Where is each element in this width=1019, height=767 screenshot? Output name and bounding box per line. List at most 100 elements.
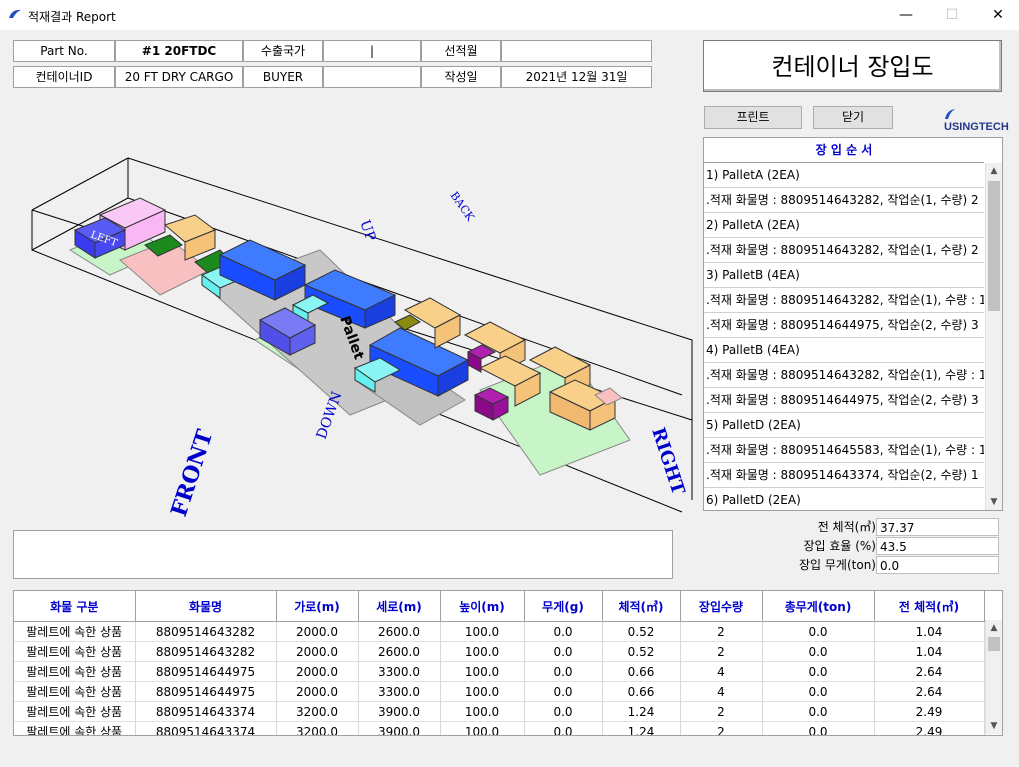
box-orange <box>403 297 462 349</box>
box-purple-blue <box>258 307 317 356</box>
cell: 100.0 <box>440 701 525 722</box>
col-header-weight[interactable]: 무게(g) <box>524 591 603 622</box>
buyer-field[interactable] <box>323 66 421 88</box>
list-item[interactable]: .적재 화물명 : 8809514643282, 작업순(1, 수량) 2 <box>704 238 984 263</box>
scroll-up-icon[interactable]: ▲ <box>990 166 998 176</box>
cell: 0.52 <box>602 621 681 642</box>
cell: 8809514644975 <box>135 681 277 702</box>
export-country-field[interactable]: | <box>323 40 421 62</box>
cell: 팔레트에 속한 상품 <box>14 661 136 682</box>
export-country-label: 수출국가 <box>243 40 323 62</box>
cell: 3300.0 <box>358 661 441 682</box>
cell: 2000.0 <box>276 641 359 662</box>
scroll-up-icon[interactable]: ▲ <box>990 623 998 633</box>
col-header-volume[interactable]: 체적(㎥) <box>602 591 681 622</box>
col-header-height[interactable]: 높이(m) <box>440 591 525 622</box>
cell: 2.49 <box>874 721 985 735</box>
container-id-label: 컨테이너ID <box>13 66 115 88</box>
list-item[interactable]: 1) PalletA (2EA) <box>704 163 984 188</box>
cell: 3200.0 <box>276 721 359 735</box>
list-item[interactable]: .적재 화물명 : 8809514643282, 작업순(1), 수량 : 1 <box>704 363 984 388</box>
container-loading-diagram: UP BACK LEFT Pallet DOWN FRONT RIGHT <box>31 157 693 520</box>
cell: 팔레트에 속한 상품 <box>14 721 136 735</box>
list-item[interactable]: 5) PalletD (2EA) <box>704 413 984 438</box>
list-item[interactable]: 2) PalletA (2EA) <box>704 213 984 238</box>
list-item[interactable]: .적재 화물명 : 8809514643374, 작업순(2, 수량) 1 <box>704 463 984 488</box>
list-item[interactable]: 3) PalletB (4EA) <box>704 263 984 288</box>
cell: 0.52 <box>602 641 681 662</box>
container-edge <box>31 157 129 211</box>
box-orange <box>164 214 217 261</box>
container-edge <box>127 157 693 420</box>
ship-month-label: 선적월 <box>421 40 501 62</box>
ship-month-field[interactable] <box>501 40 652 62</box>
cell: 1.24 <box>602 721 681 735</box>
cell: 팔레트에 속한 상품 <box>14 621 136 642</box>
col-header-total-volume[interactable]: 전 체적(㎥) <box>874 591 985 622</box>
box-blue-large <box>303 269 397 329</box>
loading-sequence-header: 장 입 순 서 <box>704 138 984 163</box>
scroll-down-icon[interactable]: ▼ <box>990 721 998 731</box>
list-item[interactable]: 6) PalletD (2EA) <box>704 488 984 510</box>
cell: 0.0 <box>524 661 603 682</box>
summary-stats: 전 체적(㎥)37.37 장입 효율 (%)43.5 장입 무게(ton)0.0 <box>703 518 1001 575</box>
print-button[interactable]: 프린트 <box>704 106 802 129</box>
box-cyan <box>353 357 402 393</box>
col-header-length[interactable]: 세로(m) <box>358 591 441 622</box>
load-efficiency-label: 장입 효율 (%) <box>803 539 876 553</box>
col-header-width[interactable]: 가로(m) <box>276 591 359 622</box>
cell: 0.0 <box>762 721 875 735</box>
container-id-value: 20 FT DRY CARGO <box>115 66 243 88</box>
scroll-thumb[interactable] <box>988 637 1000 651</box>
cell: 0.66 <box>602 661 681 682</box>
cell: 2000.0 <box>276 621 359 642</box>
load-weight-value: 0.0 <box>876 556 999 574</box>
cell: 3200.0 <box>276 701 359 722</box>
memo-box[interactable] <box>13 530 673 579</box>
cell: 2600.0 <box>358 621 441 642</box>
cell: 8809514643374 <box>135 721 277 735</box>
cell: 2600.0 <box>358 641 441 662</box>
list-item[interactable]: .적재 화물명 : 8809514644975, 작업순(2, 수량) 3 <box>704 388 984 413</box>
maximize-button[interactable]: ☐ <box>945 7 959 23</box>
cell: 팔레트에 속한 상품 <box>14 681 136 702</box>
list-item[interactable]: .적재 화물명 : 8809514643282, 작업순(1), 수량 : 1 <box>704 288 984 313</box>
loading-sequence-list[interactable]: 장 입 순 서 1) PalletA (2EA) .적재 화물명 : 88095… <box>703 137 1003 511</box>
page-title: 컨테이너 장입도 <box>703 40 1002 92</box>
list-item[interactable]: .적재 화물명 : 8809514645583, 작업순(1), 수량 : 1 <box>704 438 984 463</box>
cell: 8809514643282 <box>135 641 277 662</box>
list-item[interactable]: .적재 화물명 : 8809514643282, 작업순(1, 수량) 2 <box>704 188 984 213</box>
col-header-total-weight[interactable]: 총무게(ton) <box>762 591 875 622</box>
cell: 100.0 <box>440 641 525 662</box>
scroll-thumb[interactable] <box>988 181 1000 311</box>
floor-pallet <box>594 387 623 406</box>
logo-mark-icon <box>945 109 955 119</box>
table-scrollbar[interactable]: ▲ ▼ <box>985 620 1002 734</box>
close-window-button[interactable]: ✕ <box>992 7 1004 23</box>
list-item[interactable]: 4) PalletB (4EA) <box>704 338 984 363</box>
sequence-scrollbar[interactable]: ▲ ▼ <box>985 163 1002 510</box>
close-button[interactable]: 닫기 <box>813 106 893 129</box>
box-olive <box>394 314 421 331</box>
cargo-table: 화물 구분 화물명 가로(m) 세로(m) 높이(m) 무게(g) 체적(㎥) … <box>13 590 1003 736</box>
col-header-category[interactable]: 화물 구분 <box>14 591 136 622</box>
cell: 0.0 <box>762 701 875 722</box>
col-header-quantity[interactable]: 장입수량 <box>680 591 763 622</box>
minimize-button[interactable]: — <box>899 7 913 23</box>
list-item[interactable]: .적재 화물명 : 8809514644975, 작업순(2, 수량) 3 <box>704 313 984 338</box>
scroll-down-icon[interactable]: ▼ <box>990 497 998 507</box>
cell: 1.04 <box>874 621 985 642</box>
box-orange <box>548 379 617 431</box>
cell: 0.0 <box>762 661 875 682</box>
title-bar: 적재결과 Report — ☐ ✕ <box>0 0 1019 30</box>
box-blue <box>73 217 127 259</box>
cell: 100.0 <box>440 721 525 735</box>
cell: 4 <box>680 661 763 682</box>
col-header-name[interactable]: 화물명 <box>135 591 277 622</box>
